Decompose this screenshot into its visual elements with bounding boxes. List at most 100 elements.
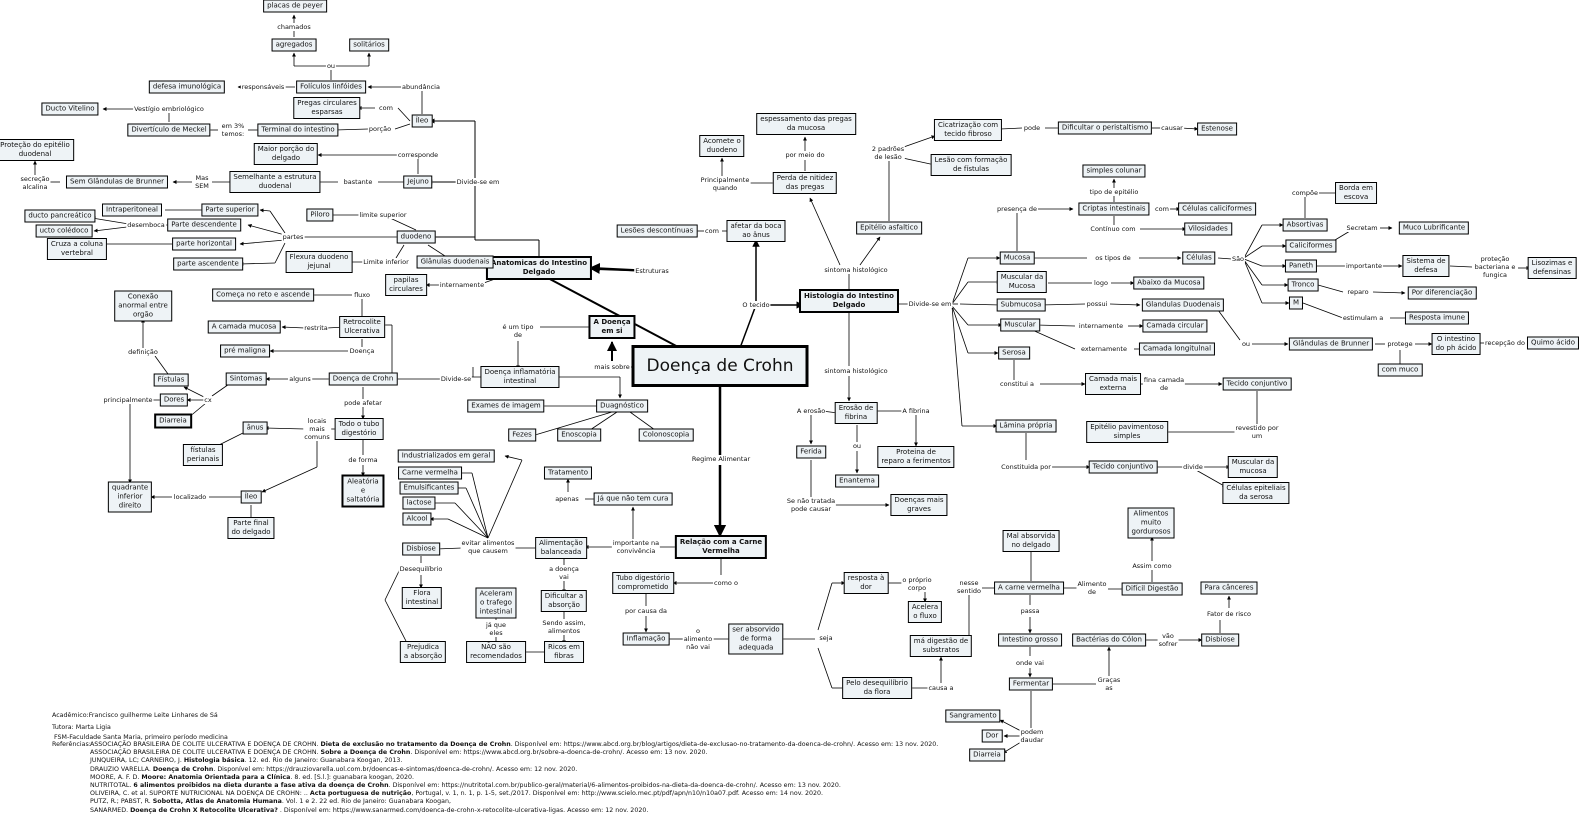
node-ja-que-nao-tem-cura[interactable]: Já que não tem cura <box>593 492 673 506</box>
node-ducto-pancreatico[interactable]: ducto pancreático <box>24 209 96 223</box>
node-protecao-epitelio[interactable]: Proteção do epitélio duodenal <box>0 139 74 161</box>
node-emulsificantes[interactable]: Emulsificantes <box>399 481 459 495</box>
node-placas-de-peyer[interactable]: placas de peyer <box>263 0 327 13</box>
node-cicatrizacao[interactable]: Cicatrização com tecido fibroso <box>933 119 1003 141</box>
node-todo-tubo[interactable]: Todo o tubo digestório <box>334 418 384 440</box>
node-parte-ascendente[interactable]: parte ascendente <box>173 257 243 271</box>
node-quadrante[interactable]: quadrante inferior direito <box>107 481 153 513</box>
node-mal-absorvida[interactable]: Mal absorvida no delgado <box>1002 530 1060 552</box>
node-lactose[interactable]: lactose <box>402 496 436 510</box>
node-ma-digestao[interactable]: má digestão de substratos <box>909 635 973 657</box>
root-node-doenca-de-crohn[interactable]: Doença de Crohn <box>631 345 809 387</box>
node-semelhante-duodenal[interactable]: Semelhante a estrutura duodenal <box>229 171 321 193</box>
node-terminal-intestino[interactable]: Terminal do intestino <box>257 123 339 137</box>
node-anus[interactable]: ânus <box>242 421 268 435</box>
node-submucosa[interactable]: Submucosa <box>996 298 1046 312</box>
node-prejudica-absorcao[interactable]: Prejudica a absorção <box>399 641 447 663</box>
node-epitelio-asfaltico[interactable]: Epitélio asfaltico <box>856 221 922 235</box>
node-muscular-da-mucosa[interactable]: Muscular da Mucosa <box>996 271 1048 293</box>
node-tecido-conjuntivo-1[interactable]: Tecido conjuntivo <box>1222 377 1292 391</box>
node-doenca-inflamatoria[interactable]: Doença inflamatória intestinal <box>480 366 560 388</box>
node-glanulas-duodenais[interactable]: Glânulas duodenais <box>416 255 494 269</box>
node-dificultar-absorcao[interactable]: Dificultar a absorção <box>540 590 588 612</box>
node-camada-mucosa[interactable]: A camada mucosa <box>207 320 281 334</box>
node-maior-porcao[interactable]: Maior porção do delgado <box>253 143 319 165</box>
node-alimentacao-balanceada[interactable]: Alimentação balanceada <box>535 537 587 559</box>
node-piloro[interactable]: Piloro <box>306 208 334 222</box>
node-glandulas-duodenais[interactable]: Glandulas Duodenais <box>1141 298 1225 312</box>
node-tecido-conjuntivo-2[interactable]: Tecido conjuntivo <box>1088 460 1158 474</box>
node-flora-intestinal[interactable]: Flora intestinal <box>401 587 443 609</box>
node-ileo-2[interactable]: Íleo <box>240 490 262 504</box>
node-paneth[interactable]: Paneth <box>1284 259 1318 273</box>
node-camada-mais-externa[interactable]: Camada mais externa <box>1085 373 1141 395</box>
node-relacao-carne[interactable]: Relação com a Carne Vermelha <box>674 535 768 559</box>
node-acomete-duodeno[interactable]: Acomete o duodeno <box>699 135 745 157</box>
node-caliciformes[interactable]: Caliciformes <box>1285 239 1337 253</box>
node-foliculos-linfoides[interactable]: Folículos linfóides <box>296 80 366 94</box>
node-flexura[interactable]: Flexura duodeno jejunal <box>285 251 353 273</box>
node-resposta-imune[interactable]: Resposta imune <box>1404 311 1470 325</box>
node-colonoscopia[interactable]: Colonoscopia <box>638 428 694 442</box>
node-carne-vermelha[interactable]: Carne vermelha <box>398 466 462 480</box>
node-muco-lubrificante[interactable]: Muco Lubrificante <box>1398 221 1470 235</box>
node-pre-maligna[interactable]: pré maligna <box>220 344 270 358</box>
node-solitarios[interactable]: solitários <box>349 38 389 52</box>
node-ileo[interactable]: Íleo <box>411 114 433 128</box>
node-a-carne-vermelha[interactable]: A carne vermelha <box>994 581 1064 595</box>
node-doencas-graves[interactable]: Doenças mais graves <box>890 494 948 516</box>
node-quimo-acido[interactable]: Quimo ácido <box>1526 336 1580 350</box>
node-com-muco[interactable]: com muco <box>1377 363 1423 377</box>
node-nao-recomendados[interactable]: NÃO são recomendados <box>466 641 526 663</box>
node-ferida[interactable]: Ferida <box>796 445 826 459</box>
node-absortivas[interactable]: Absortivas <box>1282 218 1328 232</box>
node-tubo-comprometido[interactable]: Tubo digestório comprometido <box>612 572 674 594</box>
node-perda-nitidez[interactable]: Perda de nitidez das pregas <box>772 172 838 194</box>
node-mucosa[interactable]: Mucosa <box>999 251 1035 265</box>
node-camada-circular[interactable]: Camada circular <box>1142 319 1208 333</box>
node-sistema-defesa[interactable]: Sistema de defesa <box>1402 255 1450 277</box>
node-fezes[interactable]: Fezes <box>508 428 536 442</box>
node-muscular-da-mucosa-2[interactable]: Muscular da mucosa <box>1227 456 1279 478</box>
node-tratamento[interactable]: Tratamento <box>543 466 593 480</box>
node-defesa-imunologica[interactable]: defesa imunológica <box>148 80 226 94</box>
node-ducto-coledoco[interactable]: ucto colédoco <box>35 224 93 238</box>
node-dor[interactable]: Dor <box>981 729 1003 743</box>
node-camada-longitudinal[interactable]: Camada longitulnal <box>1138 342 1216 356</box>
node-intraperitoneal[interactable]: Intraperitoneal <box>102 203 162 217</box>
node-parte-horizontal[interactable]: parte horizontal <box>172 237 236 251</box>
node-intestino-grosso[interactable]: Intestino grosso <box>998 633 1062 647</box>
node-para-canceres[interactable]: Para cânceres <box>1200 581 1258 595</box>
node-pregas-circulares[interactable]: Pregas circulares esparsas <box>293 97 361 119</box>
node-proteina-reparo[interactable]: Proteina de reparo a ferimentos <box>877 446 955 468</box>
node-diverticulo-meckel[interactable]: Divertículo de Meckel <box>127 123 211 137</box>
node-jejuno[interactable]: Jejuno <box>403 175 433 189</box>
node-parte-superior[interactable]: Parte superior <box>201 203 259 217</box>
node-disbiose-2[interactable]: Disbiose <box>1201 633 1239 647</box>
node-sangramento[interactable]: Sangramento <box>945 709 1001 723</box>
node-estenose[interactable]: Estenose <box>1197 122 1237 136</box>
node-lisozimas[interactable]: Lisozimas e defensinas <box>1527 257 1577 279</box>
node-dores[interactable]: Dores <box>159 393 189 407</box>
node-erosao-fibrina[interactable]: Erosão de fibrina <box>834 402 878 424</box>
node-o-intestino-ph[interactable]: O intestino do ph ácido <box>1431 333 1481 355</box>
node-bacterias-colon[interactable]: Bactérias do Cólon <box>1072 633 1146 647</box>
node-dificil-digestao[interactable]: Difícil Digestão <box>1121 582 1183 596</box>
node-muscular[interactable]: Muscular <box>1000 318 1040 332</box>
node-sem-glandulas-brunner[interactable]: Sem Glândulas de Brunner <box>65 175 169 189</box>
node-retocolite[interactable]: Retrocolite Ulcerativa <box>339 316 385 338</box>
node-espessamento[interactable]: espessamento das pregas da mucosa <box>756 113 856 135</box>
node-disbiose-1[interactable]: Disbiose <box>402 542 440 556</box>
node-doenca-de-crohn-2[interactable]: Doença de Crohn <box>328 372 398 386</box>
node-ducto-vitelino[interactable]: Ducto Vitelino <box>41 102 99 116</box>
node-tronco[interactable]: Tronco <box>1287 278 1319 292</box>
node-lesao-fistulas[interactable]: Lesão com formação de fístulas <box>930 154 1012 176</box>
node-diarreia-2[interactable]: Diarreia <box>969 748 1005 762</box>
node-alcool[interactable]: Alcool <box>402 512 432 526</box>
node-ricos-fibras[interactable]: Ricos em fibras <box>544 641 584 663</box>
node-cruza-coluna[interactable]: Cruza a coluna vertebral <box>46 238 108 260</box>
node-celulas-caliciformes[interactable]: Células caliciformes <box>1178 202 1256 216</box>
node-aleatoria[interactable]: Aleatória e saltatória <box>341 474 385 508</box>
node-aceleram[interactable]: Aceleram o trafego intestinal <box>475 587 517 619</box>
node-fistulas-perianais[interactable]: fístulas perianais <box>182 444 224 466</box>
